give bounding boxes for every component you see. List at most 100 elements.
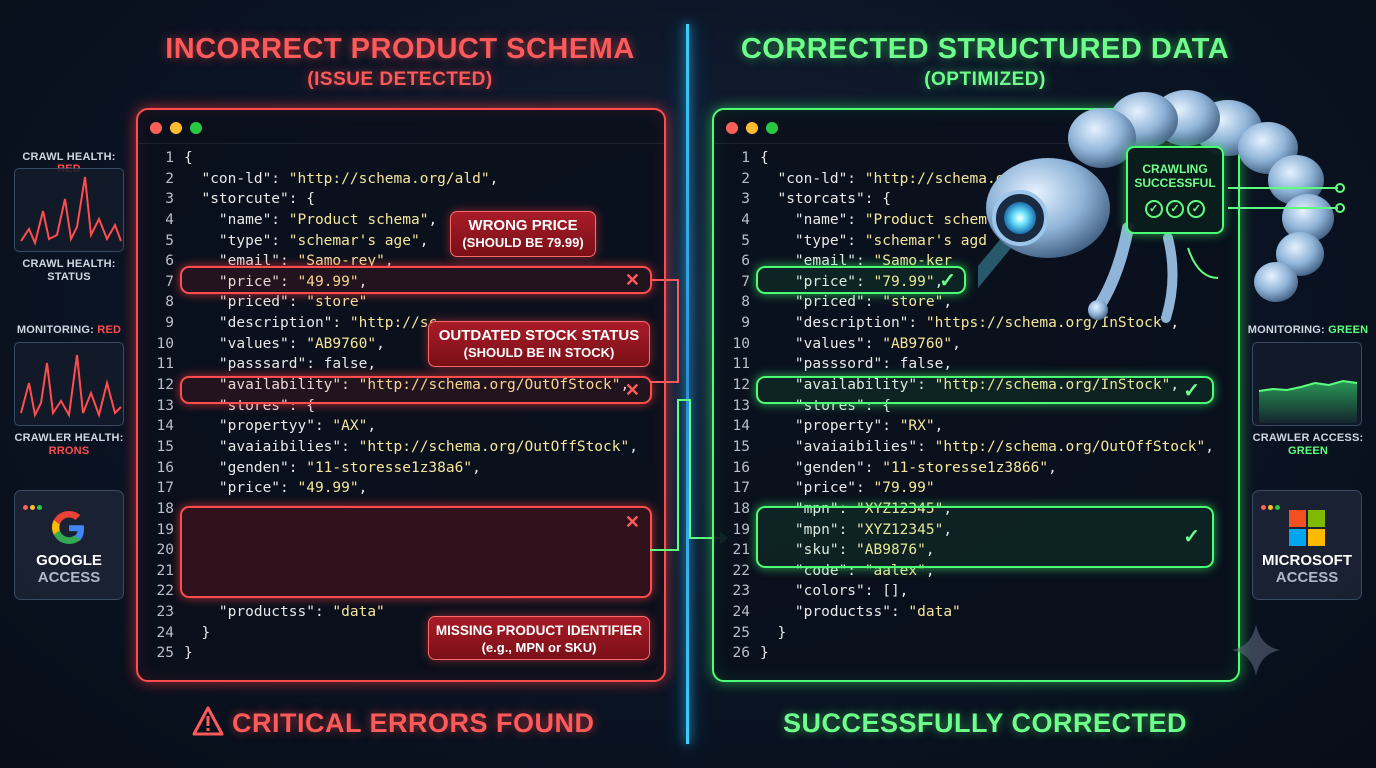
line-number: 4	[741, 211, 750, 228]
price-fixed-highlight: ✓	[756, 266, 966, 294]
code-line: 8 "priced": "store",	[714, 292, 1238, 313]
card-dots	[23, 497, 44, 515]
code-line: 19	[138, 520, 664, 541]
line-number: 25	[732, 624, 750, 641]
line-number: 7	[741, 273, 750, 290]
price-error-highlight: ✕	[180, 266, 652, 294]
line-number: 1	[741, 150, 750, 166]
code-text: }	[760, 645, 769, 662]
crawl-health-key: CRAWL HEALTH:	[22, 151, 116, 163]
code-text: "name": "Product schem	[760, 211, 987, 228]
minimize-dot-icon[interactable]	[746, 122, 758, 134]
code-line: 21	[138, 561, 664, 582]
crawl-health-chart	[14, 168, 124, 252]
code-line: 12 "availability": "http://schema.org/Ou…	[138, 375, 664, 396]
microsoft-access-card[interactable]: MICROSOFT ACCESS	[1252, 490, 1362, 600]
monitoring-sparkline-right	[1258, 379, 1358, 423]
minimize-dot-icon[interactable]	[170, 122, 182, 134]
right-title: CORRECTED STRUCTURED DATA	[740, 33, 1230, 65]
line-number: 19	[732, 521, 750, 538]
outdated-stock-callout: OUTDATED STOCK STATUS (SHOULD BE IN STOC…	[428, 321, 650, 367]
error-x-icon: ✕	[624, 270, 640, 290]
code-line: 11 "passsard": false,	[138, 354, 664, 375]
check-circle-icon: ✓	[1187, 200, 1206, 218]
monitoring-key: MONITORING:	[1247, 324, 1329, 336]
code-line: 17 "price": "49.99",	[138, 478, 664, 499]
code-line: 1{	[138, 148, 664, 169]
callout-note: (e.g., MPN or SKU)	[481, 640, 597, 655]
line-number: 13	[156, 397, 174, 414]
line-number: 17	[732, 480, 750, 497]
code-line: 26}	[714, 643, 1238, 664]
close-dot-icon[interactable]	[726, 122, 738, 134]
line-number: 4	[165, 211, 174, 228]
code-text: "stores": {	[184, 397, 315, 414]
crawl-health-sparkline	[20, 176, 122, 247]
code-line: 3 "storcute": {	[138, 189, 664, 210]
code-line: 6 "email": "Samo-rey",	[138, 251, 664, 272]
code-text: "productss": "data"	[184, 604, 385, 621]
code-text: "passsord": false,	[760, 356, 953, 373]
left-title: INCORRECT PRODUCT SCHEMA	[165, 33, 635, 65]
code-line: 14 "propertyy": "AX",	[138, 416, 664, 437]
monitoring-key: MONITORING:	[16, 324, 98, 336]
line-number: 8	[165, 294, 174, 311]
maximize-dot-icon[interactable]	[190, 122, 202, 134]
callout-note: (SHOULD BE 79.99)	[462, 235, 584, 250]
code-text: "description": "https://schema.org/InSto…	[760, 315, 1180, 332]
code-line: 20	[138, 540, 664, 561]
code-line: 15 "avaiaibilies": "http://schema.org/Ou…	[714, 437, 1238, 458]
check-icon: ✓	[1183, 380, 1200, 402]
right-window-titlebar	[714, 110, 1238, 144]
line-number: 9	[741, 315, 750, 332]
check-row: ✓ ✓ ✓	[1128, 200, 1222, 218]
google-access-card[interactable]: GOOGLE ACCESS	[14, 490, 124, 600]
line-number: 9	[165, 315, 174, 332]
code-line: 5 "type": "schemar's agd	[714, 231, 1238, 252]
code-text: "price": "49.99",	[184, 480, 368, 497]
crawler-health-label: CRAWLER HEALTH: RRONS	[10, 432, 128, 458]
line-number: 21	[156, 562, 174, 579]
code-text: }	[184, 624, 211, 641]
close-dot-icon[interactable]	[150, 122, 162, 134]
wrong-price-callout: WRONG PRICE (SHOULD BE 79.99)	[450, 211, 596, 257]
line-number: 5	[165, 232, 174, 249]
center-divider	[686, 24, 689, 744]
callout-title: OUTDATED STOCK STATUS	[438, 327, 640, 344]
code-line: 18 "mpn": "XYZ12345",	[714, 499, 1238, 520]
missing-identifier-callout: MISSING PRODUCT IDENTIFIER (e.g., MPN or…	[428, 616, 650, 660]
code-line: 5 "type": "schemar's age",	[138, 231, 664, 252]
line-number: 1	[165, 150, 174, 166]
right-subtitle: (OPTIMIZED)	[924, 69, 1046, 90]
code-line: 10 "values": "AB9760",	[714, 334, 1238, 355]
line-number: 25	[156, 645, 174, 662]
line-number: 15	[156, 438, 174, 455]
code-line: 2 "con-ld": "http://schema.o	[714, 169, 1238, 190]
code-text: }	[184, 645, 193, 662]
line-number: 10	[156, 335, 174, 352]
left-subtitle: (ISSUE DETECTED)	[307, 69, 493, 90]
crawler-access-label: CRAWLER ACCESS: GREEN	[1246, 432, 1370, 458]
code-line: 9 "description": "https://schema.org/InS…	[714, 313, 1238, 334]
availability-error-highlight: ✕	[180, 376, 652, 404]
robot-screen-line1: CRAWLING	[1142, 162, 1208, 176]
check-icon: ✓	[1183, 526, 1200, 548]
line-number: 2	[165, 170, 174, 187]
code-line: 15 "avaiaibilies": "http://schema.org/Ou…	[138, 437, 664, 458]
line-number: 16	[156, 459, 174, 476]
card-dots	[1261, 497, 1282, 515]
line-number: 11	[732, 356, 750, 373]
maximize-dot-icon[interactable]	[766, 122, 778, 134]
code-line: 7 "price": "49.99",	[138, 272, 664, 293]
code-text: {	[184, 150, 193, 166]
line-number: 24	[156, 624, 174, 641]
line-number: 23	[732, 583, 750, 600]
line-number: 22	[732, 562, 750, 579]
code-text: "sku": "AB9876",	[760, 542, 935, 559]
crawler-health-value: RRONS	[48, 445, 90, 457]
error-x-icon: ✕	[624, 380, 640, 400]
code-line: 21 "sku": "AB9876",	[714, 540, 1238, 561]
line-number: 17	[156, 480, 174, 497]
code-text: "availability": "http://schema.org/OutOf…	[184, 377, 630, 394]
